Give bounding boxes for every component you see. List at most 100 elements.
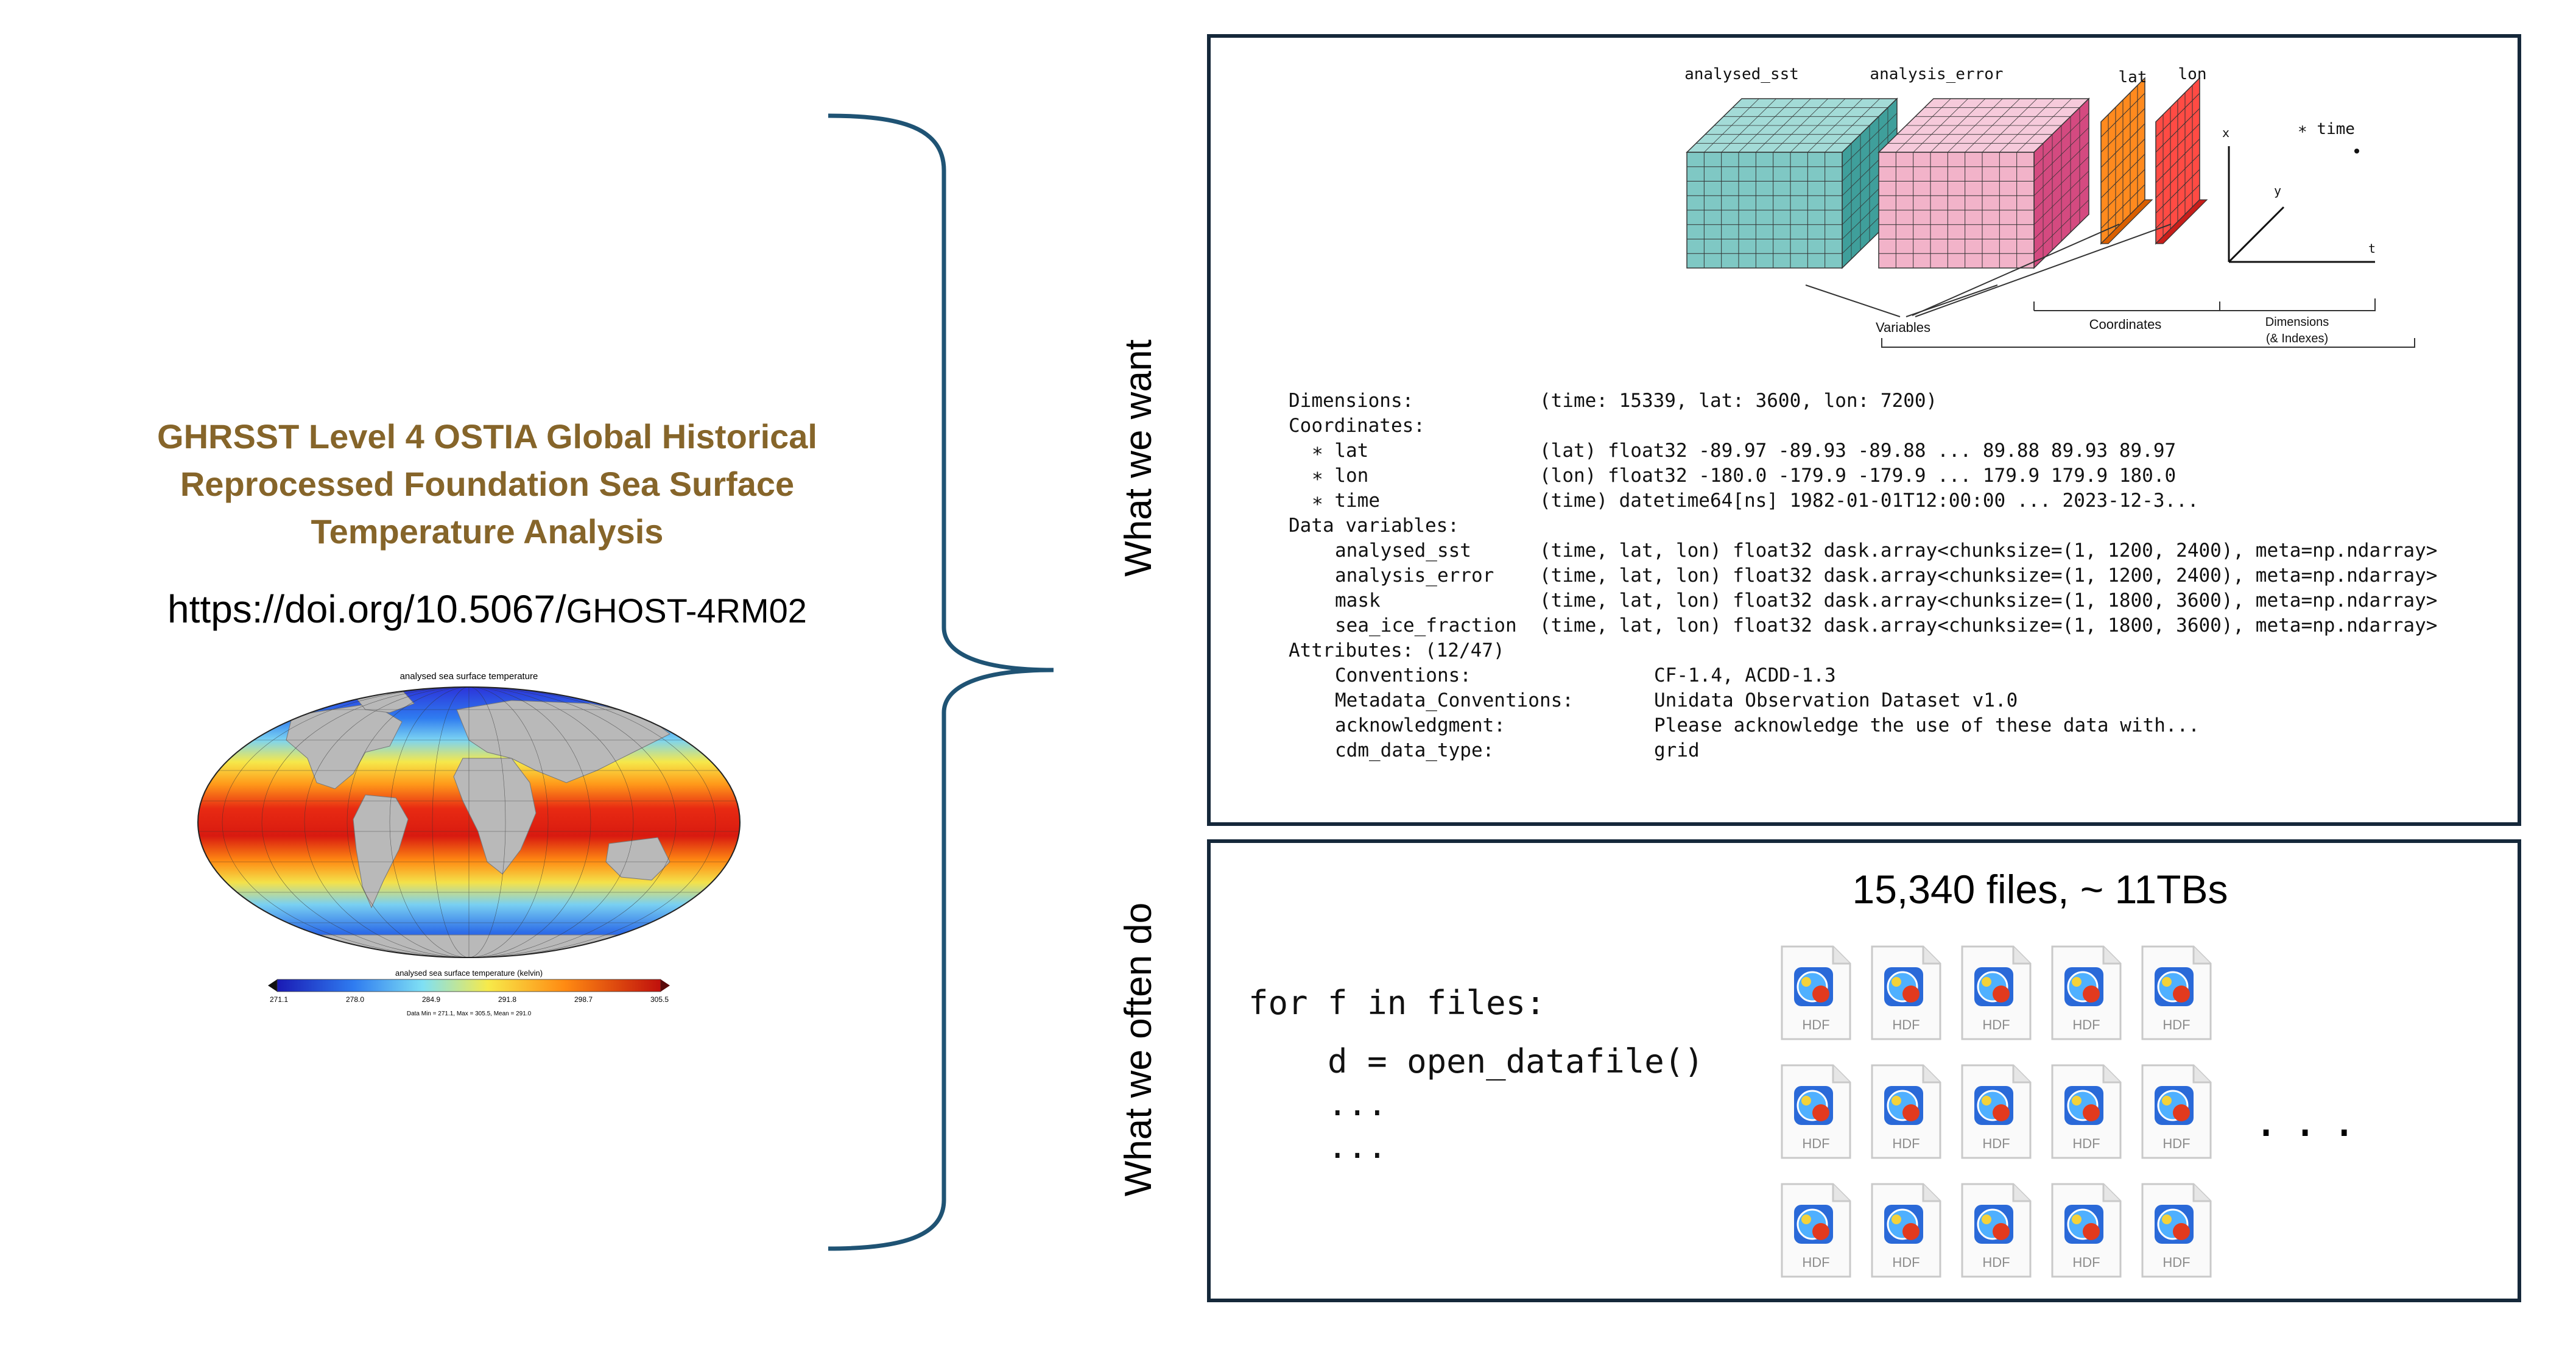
hdf-file-label: HDF — [2163, 1017, 2190, 1032]
repr-value: grid — [1654, 739, 1700, 761]
hdf-file-label: HDF — [2163, 1255, 2190, 1270]
map-stats: Data Min = 271.1, Max = 305.5, Mean = 29… — [407, 1010, 532, 1017]
variables-pointer — [1912, 224, 2120, 316]
repr-row: ∗ lat (lat) float32 -89.97 -89.93 -89.88 … — [1289, 439, 2507, 464]
dataset-bracket — [1881, 338, 2415, 348]
label-analysis-error: analysis_error — [1870, 65, 2003, 83]
repr-row: analysed_sst (time, lat, lon) float32 das… — [1289, 538, 2507, 563]
hdf-file-icon: HDF — [1868, 944, 1944, 1043]
colorbar-tick: 291.8 — [498, 995, 516, 1004]
right-curly-brace — [828, 113, 1054, 1251]
repr-key: Attributes: (12/47) — [1289, 640, 1505, 661]
hdf-file-label: HDF — [1892, 1255, 1920, 1270]
what-we-often-do-label: What we often do — [1117, 902, 1160, 1197]
colorbar-tick: 278.0 — [346, 995, 364, 1004]
hdf-file-icon: HDF — [1778, 944, 1854, 1043]
hdf-file-label: HDF — [2072, 1255, 2100, 1270]
hdf-file-label: HDF — [2072, 1017, 2100, 1032]
code-line: ... — [1248, 1085, 1387, 1123]
hdf-file-label: HDF — [1892, 1136, 1920, 1151]
repr-value: (time, lat, lon) float32 dask.array<chun… — [1540, 590, 2438, 612]
hdf-file-icon: HDF — [1958, 944, 2034, 1043]
dimensions-bracket — [2220, 298, 2376, 311]
repr-row: mask (time, lat, lon) float32 dask.array<… — [1289, 588, 2507, 613]
doi-suffix: GHOST-4RM02 — [566, 591, 807, 630]
variables-pointer — [1915, 224, 2172, 317]
repr-key: acknowledgment: — [1335, 714, 1505, 736]
repr-row: acknowledgment:Please acknowledge the us… — [1289, 713, 2507, 738]
dataset-title-line: GHRSST Level 4 OSTIA Global Historical — [157, 417, 817, 456]
hdf-file-icon: HDF — [1958, 1182, 2034, 1280]
code-line: d = open_datafile() — [1248, 1042, 1704, 1081]
repr-row: Metadata_Conventions:Unidata Observation… — [1289, 688, 2507, 713]
repr-key: ∗ lat — [1312, 440, 1369, 462]
hdf-file-icon: HDF — [1778, 1063, 1854, 1162]
repr-key: Data variables: — [1289, 515, 1459, 537]
repr-key: sea_ice_fraction — [1335, 615, 1517, 636]
repr-key: Coordinates: — [1289, 415, 1425, 437]
repr-value: (time, lat, lon) float32 dask.array<chun… — [1540, 540, 2438, 562]
repr-value: Unidata Observation Dataset v1.0 — [1654, 689, 2018, 711]
hdf-file-icon: HDF — [2139, 1063, 2214, 1162]
coordinates-bracket — [2033, 301, 2220, 311]
repr-key: analysis_error — [1335, 565, 1494, 587]
lat-coordinate-slab — [2100, 77, 2153, 245]
hdf-file-icon: HDF — [2049, 1063, 2124, 1162]
code-line: for f in files: — [1248, 984, 1546, 1022]
doi-link[interactable]: https://doi.org/10.5067/GHOST-4RM02 — [37, 585, 938, 635]
repr-key: ∗ time — [1312, 490, 1380, 512]
hdf-files-grid: HDF HDF HDF HDF HDF HDF HDF HDF HDF HDF HDF HDF HDF H… — [1760, 938, 2418, 1285]
more-files-ellipsis: ... — [2253, 1096, 2371, 1146]
what-we-often-do-panel — [1207, 839, 2521, 1302]
axis-y-label: y — [2274, 183, 2281, 198]
hdf-file-label: HDF — [1802, 1255, 1829, 1270]
graticule — [198, 687, 740, 957]
repr-value: (time: 15339, lat: 3600, lon: 7200) — [1540, 390, 1938, 412]
hdf-file-icon: HDF — [1778, 1182, 1854, 1280]
repr-value: (time, lat, lon) float32 dask.array<chun… — [1540, 615, 2438, 636]
hdf-file-icon: HDF — [2139, 944, 2214, 1043]
hdf-file-icon: HDF — [2139, 1182, 2214, 1280]
analysed-sst-cube — [1686, 97, 1898, 269]
hdf-file-label: HDF — [1982, 1136, 2010, 1151]
colorbar-tick: 305.5 — [650, 995, 669, 1004]
repr-value: (time) datetime64[ns] 1982-01-01T12:00:0… — [1540, 490, 2199, 512]
hdf-file-label: HDF — [1982, 1017, 2010, 1032]
files-count-heading: 15,340 files, ~ 11TBs — [1852, 867, 2228, 912]
variables-pointer — [1805, 284, 1901, 317]
hdf-file-icon: HDF — [2049, 944, 2124, 1043]
hdf-file-label: HDF — [1802, 1017, 1829, 1032]
colorbar-label: analysed sea surface temperature (kelvin… — [395, 968, 543, 978]
repr-value: (lat) float32 -89.97 -89.93 -89.88 ... 8… — [1540, 440, 2177, 462]
dataset-title-line: Reprocessed Foundation Sea Surface — [180, 465, 795, 503]
repr-value: CF-1.4, ACDD-1.3 — [1654, 665, 1836, 686]
analysis-error-cube — [1877, 97, 2090, 269]
label-lat: lat — [2119, 68, 2147, 86]
repr-key: mask — [1335, 590, 1381, 612]
repr-row: Coordinates: — [1289, 414, 2507, 439]
hdf-file-icon: HDF — [1868, 1182, 1944, 1280]
hdf-file-label: HDF — [2072, 1136, 2100, 1151]
map-title: analysed sea surface temperature — [400, 671, 538, 682]
hdf-file-label: HDF — [1892, 1017, 1920, 1032]
code-line: ... — [1248, 1127, 1387, 1166]
repr-row: cdm_data_type: grid — [1289, 738, 2507, 763]
hdf-file-icon: HDF — [1868, 1063, 1944, 1162]
repr-row: ∗ lon(lon) float32 -180.0 -179.9 -179.9 … — [1289, 464, 2507, 488]
dataset-repr: Dimensions:(time: 15339, lat: 3600, lon:… — [1289, 389, 2507, 778]
colorbar-tick: 284.9 — [422, 995, 440, 1004]
hdf-file-icon: HDF — [2049, 1182, 2124, 1280]
dataset-title: GHRSST Level 4 OSTIA Global Historical R… — [37, 413, 938, 555]
variables-label: Variables — [1876, 320, 1930, 335]
axis-x-label: x — [2222, 125, 2229, 140]
repr-value: (time, lat, lon) float32 dask.array<chun… — [1540, 565, 2438, 587]
repr-row: Attributes: (12/47) — [1289, 638, 2507, 663]
label-lon: lon — [2178, 65, 2207, 83]
hdf-file-icon: HDF — [1958, 1063, 2034, 1162]
repr-key: cdm_data_type: — [1335, 739, 1494, 761]
hdf-file-label: HDF — [1802, 1136, 1829, 1151]
colorbar-tick: 298.7 — [574, 995, 593, 1004]
dimensions-label: Dimensions — [2265, 316, 2329, 329]
repr-key: analysed_sst — [1335, 540, 1471, 562]
